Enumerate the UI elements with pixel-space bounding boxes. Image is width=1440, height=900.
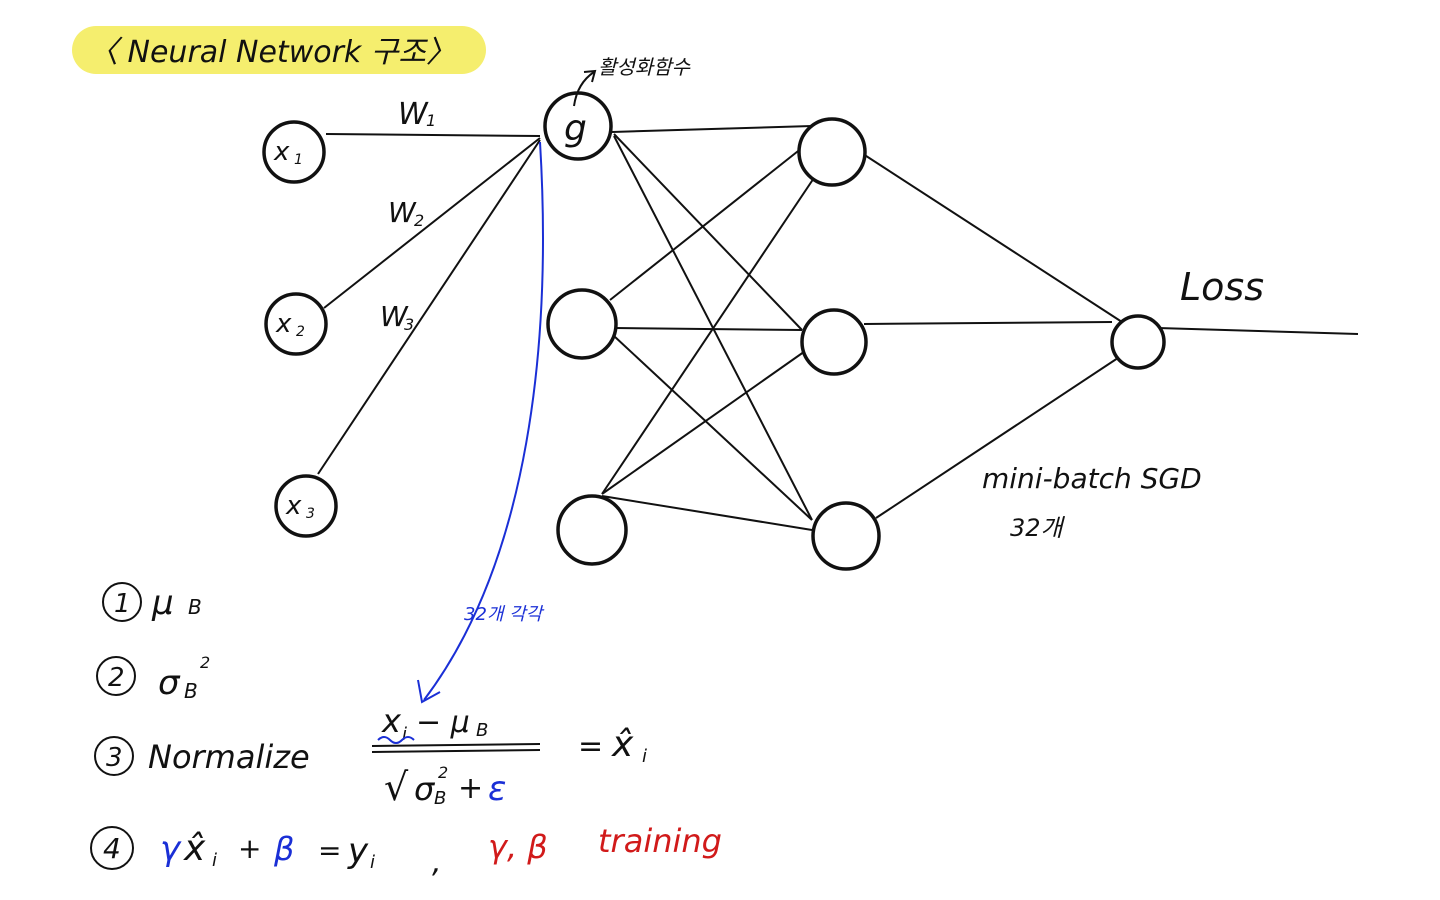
- step-1: 1 μ B: [102, 582, 202, 623]
- input-edges: [317, 133, 541, 475]
- step-2: 2 σ B 2: [96, 653, 210, 703]
- formula-sqrt: √: [384, 765, 409, 809]
- formula-denominator-plus: +: [458, 771, 483, 806]
- step-2-sigma: σ: [158, 663, 181, 703]
- step-4-gamma: γ: [160, 829, 182, 869]
- step-3-label: Normalize: [148, 738, 310, 776]
- hidden-layer-1: g: [543, 91, 628, 566]
- input-node-x3: [274, 474, 338, 538]
- batch-arrow-line: [423, 141, 544, 701]
- activation-note: 활성화함수: [598, 55, 691, 79]
- step-1-number: 1: [114, 589, 131, 619]
- formula-xhat: x̂: [611, 724, 634, 765]
- normalize-formula: x i − μ B √ σ B 2 + ε = x̂ i: [371, 702, 647, 809]
- formula-numerator-sub: B: [476, 720, 488, 741]
- formula-numerator-i: i: [402, 724, 407, 745]
- activation-symbol: g: [564, 108, 587, 149]
- hidden1-node-2: [546, 288, 618, 360]
- step-4-training: training: [598, 822, 722, 860]
- hidden2-node-1: [797, 117, 867, 187]
- input-label-x3: x: [285, 491, 302, 521]
- hidden-edges: [601, 125, 827, 531]
- step-2-number: 2: [108, 663, 125, 693]
- formula-denominator-sub: B: [434, 788, 446, 809]
- step-4: 4 γ x̂ i + β = y i , γ, β training: [90, 822, 722, 880]
- edge-x2-g: [323, 137, 541, 309]
- formula-numerator-mu: − μ: [416, 705, 470, 740]
- step-1-sub: B: [188, 595, 202, 619]
- loss-label: Loss: [1180, 265, 1264, 309]
- input-sub-x2: 2: [296, 324, 305, 340]
- formula-xhat-sub: i: [642, 746, 647, 767]
- title-highlight: [72, 26, 486, 74]
- input-node-x2: [264, 292, 328, 356]
- diagram-title: 〈 Neural Network 구조〉: [88, 35, 456, 70]
- formula-epsilon: ε: [488, 769, 506, 809]
- step-4-y-sub: i: [370, 852, 375, 873]
- batch-arrow: 32개 각각: [417, 141, 545, 704]
- weight-sub-w1: 1: [426, 111, 436, 130]
- formula-denominator-sup: 2: [438, 763, 448, 782]
- weight-label-w1: W: [398, 97, 429, 132]
- input-label-x2: x: [275, 309, 292, 339]
- activation-arrow: [573, 71, 595, 107]
- weight-labels: W 1 W 2 W 3: [380, 97, 436, 334]
- hidden-layer-2: [797, 117, 881, 571]
- formula-numerator-x: x: [381, 702, 402, 740]
- minibatch-label: mini-batch SGD: [982, 462, 1202, 495]
- step-4-y: y: [347, 831, 369, 871]
- hidden2-node-3: [811, 501, 881, 571]
- step-4-circle: [90, 826, 134, 870]
- step-1-mu: μ: [151, 583, 174, 623]
- formula-fraction-line: [371, 743, 541, 747]
- batch-arrowhead: [417, 679, 441, 704]
- loss-node: [1110, 314, 1166, 370]
- formula-underline: [377, 736, 415, 744]
- activation-arrowhead: [583, 69, 597, 83]
- edge-x3-g: [317, 139, 541, 475]
- weight-label-w3: W: [380, 300, 409, 333]
- input-sub-x1: 1: [294, 152, 303, 168]
- step-4-xhat: x̂: [183, 828, 206, 869]
- formula-equals: =: [578, 729, 603, 764]
- step-3-circle: [94, 736, 134, 776]
- input-sub-x3: 3: [306, 506, 315, 522]
- step-3: 3 Normalize: [94, 736, 310, 776]
- edge-x1-g: [325, 133, 541, 137]
- step-1-circle: [102, 582, 142, 622]
- minibatch-size: 32개: [1010, 514, 1066, 542]
- step-4-equals: =: [318, 834, 341, 867]
- weight-sub-w3: 3: [404, 315, 414, 334]
- step-2-circle: [96, 656, 136, 696]
- step-4-params: γ, β: [488, 828, 548, 866]
- step-2-sup: 2: [200, 653, 210, 672]
- input-node-x1: [262, 120, 326, 184]
- hidden1-node-3: [556, 494, 628, 566]
- step-4-number: 4: [103, 832, 121, 865]
- batch-note: 32개 각각: [464, 604, 545, 625]
- output-edges: [859, 151, 1359, 519]
- step-4-plus: +: [238, 832, 261, 865]
- formula-denominator-sigma: σ: [414, 770, 436, 808]
- hidden2-node-2: [800, 308, 868, 376]
- input-label-x1: x: [273, 137, 290, 167]
- weight-sub-w2: 2: [414, 211, 424, 230]
- step-2-sub: B: [184, 679, 198, 703]
- activation-annotation: 활성화함수: [573, 55, 691, 107]
- input-nodes: x 1 x 2 x 3: [262, 120, 338, 538]
- step-3-number: 3: [106, 743, 123, 773]
- formula-fraction-line-2: [371, 749, 541, 753]
- step-4-comma: ,: [432, 845, 442, 880]
- step-4-xhat-sub: i: [212, 850, 217, 871]
- weight-label-w2: W: [388, 196, 417, 229]
- step-4-beta: β: [273, 830, 294, 868]
